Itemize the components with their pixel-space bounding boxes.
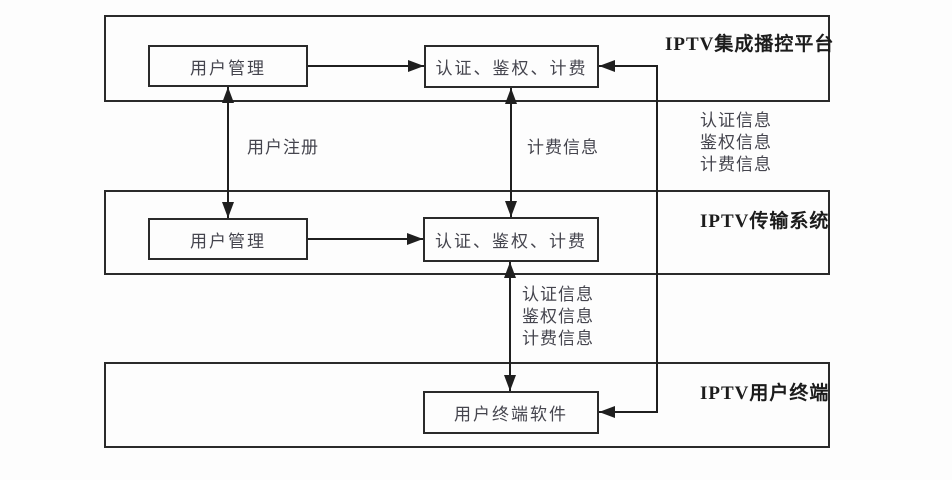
node-auth-billing-top: 认证、鉴权、计费 [424, 45, 599, 88]
arrow-terminal-to-auth-top [599, 60, 658, 418]
container-iptv-transport [104, 190, 830, 275]
edge-label-right-info-line2: 鉴权信息 [700, 133, 772, 152]
edge-label-user-register: 用户注册 [247, 138, 319, 157]
edge-label-right-info-line3: 计费信息 [700, 155, 772, 174]
container-iptv-platform [104, 15, 830, 102]
label-iptv-terminal: IPTV用户终端 [700, 383, 830, 404]
edge-label-mid-info-line3: 计费信息 [522, 329, 594, 348]
edge-label-right-info: 认证信息 鉴权信息 计费信息 [700, 110, 772, 176]
node-auth-billing-mid: 认证、鉴权、计费 [423, 217, 599, 262]
edge-label-mid-info-line1: 认证信息 [522, 285, 594, 304]
node-terminal-software: 用户终端软件 [423, 391, 599, 434]
node-user-management-mid: 用户管理 [148, 218, 308, 260]
edge-label-billing-info: 计费信息 [527, 138, 599, 157]
label-iptv-platform: IPTV集成播控平台 [665, 34, 835, 55]
edge-label-mid-info: 认证信息 鉴权信息 计费信息 [522, 284, 594, 350]
container-iptv-terminal [104, 362, 830, 448]
edge-label-mid-info-line2: 鉴权信息 [522, 307, 594, 326]
label-iptv-transport: IPTV传输系统 [700, 211, 830, 232]
node-user-management-top: 用户管理 [148, 45, 308, 87]
edge-label-right-info-line1: 认证信息 [700, 111, 772, 130]
